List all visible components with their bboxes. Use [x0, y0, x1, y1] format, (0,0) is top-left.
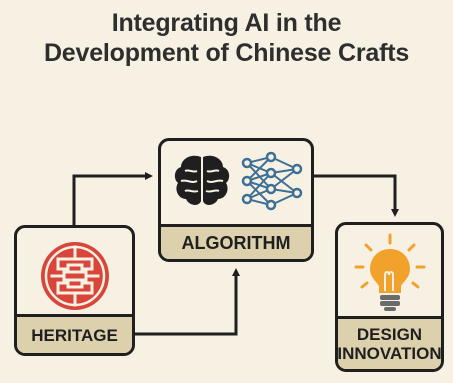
- lightbulb-icon: [354, 233, 426, 311]
- title-line-1: Integrating AI in the: [111, 9, 342, 37]
- algorithm-node: ALGORITHM: [158, 138, 314, 262]
- heritage-node: HERITAGE: [14, 225, 135, 356]
- neural-network-icon: [241, 151, 303, 211]
- title-line-2: Development of Chinese Crafts: [43, 39, 410, 67]
- page-title: Integrating AI in the Development of Chi…: [0, 8, 453, 68]
- design-innovation-node: DESIGN INNOVATION: [335, 222, 444, 372]
- arrow-heritage-to-algorithm-bottom: [135, 268, 240, 336]
- brain-icon: [174, 155, 230, 205]
- chinese-knot-icon: [41, 242, 109, 310]
- heritage-label: HERITAGE: [17, 314, 132, 353]
- design-innovation-label: DESIGN INNOVATION: [338, 316, 441, 369]
- algorithm-label: ALGORITHM: [161, 224, 311, 259]
- design-label-line-1: DESIGN: [356, 325, 423, 344]
- design-label-line-2: INNOVATION: [337, 344, 442, 363]
- arrow-heritage-to-algorithm-top: [72, 172, 153, 225]
- arrow-algorithm-to-design: [314, 174, 399, 217]
